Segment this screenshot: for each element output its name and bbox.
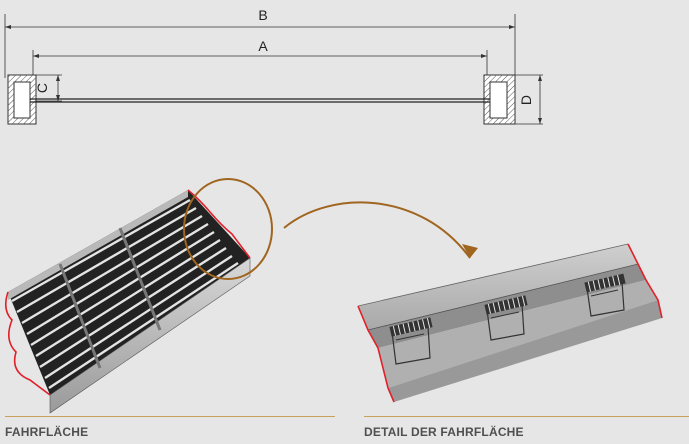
arrow-head-icon: [462, 244, 478, 258]
detail-magnifier: [183, 178, 478, 280]
dimension-label-b: B: [258, 7, 267, 23]
detail-illustration: [357, 243, 663, 403]
caption-rule-left: [5, 416, 335, 417]
fahrflaeche-illustration: [4, 189, 251, 414]
dimension-b: B: [4, 7, 516, 78]
dimension-d: D: [515, 74, 543, 125]
side-view-drawing: B A C D: [4, 7, 543, 125]
dimension-label-c: C: [34, 83, 50, 93]
caption-fahrflaeche: FAHRFLÄCHE: [5, 425, 89, 439]
clip-1: [389, 317, 433, 365]
dimension-label-a: A: [258, 38, 268, 54]
clip-3: [584, 273, 626, 317]
grid-slats: [11, 198, 239, 390]
clip-2: [484, 295, 528, 341]
caption-rule-right: [364, 416, 689, 417]
dimension-label-d: D: [518, 95, 534, 105]
ramp-profile: [7, 74, 516, 125]
caption-detail-fahrflaeche: DETAIL DER FAHRFLÄCHE: [364, 425, 524, 439]
dimension-a: A: [32, 38, 488, 90]
